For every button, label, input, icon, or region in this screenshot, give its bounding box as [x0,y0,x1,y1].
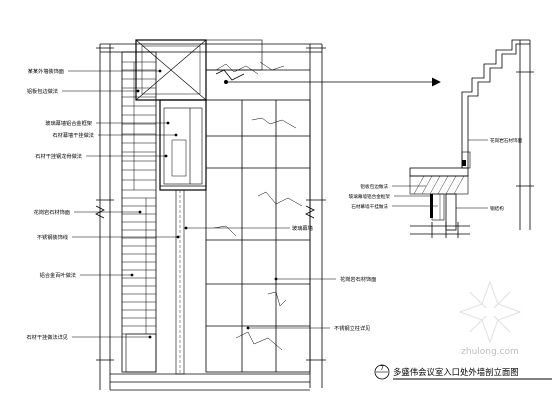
left-callout-1: 某某外墙装饰面 [28,67,64,75]
detail-section [409,39,534,238]
left-callout-6: 花岗岩石材饰面 [34,208,70,216]
detail-fill [430,160,466,218]
left-callout-2: 铝板包边做法 [27,87,58,95]
center-callout-1: 玻璃幕墙 [292,224,313,232]
left-callout-4: 石材幕墙干挂做法 [52,131,94,139]
right-callout-2: 不锈钢立柱详见 [334,324,370,332]
section-number: 7 [380,365,384,372]
detail-callout-2: 铝板包边做法 [360,183,388,190]
drawing-title: 多盛伟会议室入口处外墙剖立面图 [393,367,519,377]
wall-panels [121,39,311,375]
detail-callout-3: 玻璃幕墙铝合金框架 [349,193,391,200]
detail-callouts: 花岗岩石材饰面 铝板包边做法 玻璃幕墙铝合金框架 石材幕墙干挂做法 钢结构 [349,137,523,212]
left-callouts: 某某外墙装饰面 铝板包边做法 玻璃幕墙铝合金框架 石材幕墙干挂做法 石材干挂钢龙… [26,67,180,341]
left-callout-9: 石材干挂做法详见 [26,333,68,341]
watermark [458,280,522,344]
detail-callout-1: 花岗岩石材饰面 [490,137,523,144]
left-callout-7: 不锈钢装饰线 [37,233,68,241]
detail-callout-4: 石材幕墙干挂做法 [351,203,388,210]
detail-arrow [223,77,441,87]
detail-callout-5: 钢结构 [490,205,504,212]
elevation-frame [95,43,326,391]
center-right-callouts: 玻璃幕墙 花岗岩石材饰面 不锈钢立柱详见 [184,224,376,332]
right-callout-1: 花岗岩石材饰面 [340,275,376,283]
left-callout-8: 铝合金百叶做法 [40,271,76,279]
watermark-text: zhulong.com [461,347,519,357]
left-callout-3: 玻璃幕墙铝合金框架 [45,119,92,127]
left-callout-5: 石材干挂钢龙骨做法 [35,152,82,160]
title-block: 7 多盛伟会议室入口处外墙剖立面图 [374,364,552,380]
